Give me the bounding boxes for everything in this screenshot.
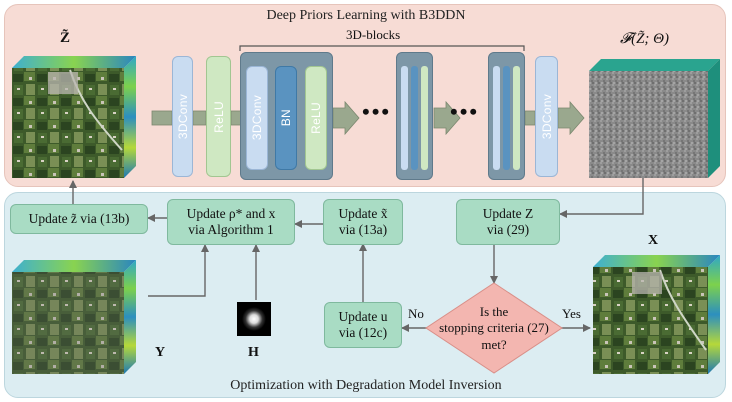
update-u-box: Update u via (12c) bbox=[324, 302, 402, 348]
update-x-tilde-box: Update x̃ via (13a) bbox=[323, 199, 403, 245]
output-cube bbox=[589, 59, 720, 178]
update-Z-box: Update Z via (29) bbox=[456, 199, 560, 245]
update-rho-line2: via Algorithm 1 bbox=[188, 222, 274, 237]
layer-3dconv-1-label: 3DConv bbox=[175, 93, 190, 140]
block-3-relu bbox=[513, 66, 520, 170]
update-z-tilde-box: Update z̃ via (13b) bbox=[10, 204, 148, 234]
decision-line1: Is the bbox=[479, 304, 509, 319]
block-layer-3dconv-label: 3DConv bbox=[250, 95, 264, 141]
block-layer-bn-label: BN bbox=[279, 109, 293, 127]
blur-kernel-h bbox=[237, 302, 271, 336]
block-3-bn bbox=[503, 66, 510, 170]
bottom-panel-title: Optimization with Degradation Model Inve… bbox=[230, 378, 502, 393]
block-2-bn bbox=[411, 66, 418, 170]
yes-label: Yes bbox=[562, 306, 581, 321]
input-label-z: Z̃ bbox=[60, 30, 71, 46]
update-Z-line1: Update Z bbox=[482, 205, 534, 221]
label-h: H bbox=[248, 345, 259, 360]
blocks-bracket bbox=[239, 45, 525, 51]
observed-cube-y bbox=[12, 260, 136, 374]
restored-cube-x bbox=[593, 255, 720, 374]
block-3-conv bbox=[493, 66, 500, 170]
block-layer-relu-label: ReLU bbox=[309, 102, 323, 134]
label-y: Y bbox=[155, 345, 166, 360]
flow-arrows bbox=[69, 178, 644, 332]
output-label: 𝓕(Z̃; Θ) bbox=[620, 31, 669, 47]
block-layer-relu: ReLU bbox=[305, 66, 327, 170]
layer-relu-1-label: ReLU bbox=[211, 100, 226, 133]
layer-3dconv-final: 3DConv bbox=[535, 56, 558, 177]
block-layer-3dconv: 3DConv bbox=[246, 66, 268, 170]
top-panel-title: Deep Priors Learning with B3DDN bbox=[266, 8, 466, 23]
update-x-tilde-line2: via (13a) bbox=[338, 222, 388, 237]
update-x-tilde-line1: Update x̃ bbox=[338, 205, 388, 221]
update-z-tilde-label: Update z̃ via (13b) bbox=[28, 210, 130, 226]
blocks-group-label: 3D-blocks bbox=[346, 27, 401, 42]
layer-relu-1: ReLU bbox=[206, 56, 231, 177]
label-x: X bbox=[648, 233, 659, 248]
update-rho-box: Update ρ* and x via Algorithm 1 bbox=[167, 199, 295, 245]
ellipsis-2: ••• bbox=[450, 99, 480, 124]
no-label: No bbox=[408, 306, 424, 321]
decision-line3: met? bbox=[481, 336, 507, 352]
network-arrows bbox=[151, 100, 585, 136]
block-layer-bn: BN bbox=[275, 66, 297, 170]
ellipsis-1: ••• bbox=[362, 99, 392, 124]
layer-3dconv-final-label: 3DConv bbox=[539, 93, 554, 140]
block-2-conv bbox=[401, 66, 408, 170]
update-u-line1: Update u bbox=[338, 308, 388, 324]
update-rho-line1: Update ρ* and x bbox=[186, 205, 276, 221]
input-cube-z bbox=[12, 56, 136, 178]
block-2-relu bbox=[421, 66, 428, 170]
update-u-line2: via (12c) bbox=[338, 325, 388, 340]
update-Z-line2: via (29) bbox=[486, 222, 530, 237]
layer-3dconv-1: 3DConv bbox=[172, 56, 193, 177]
decision-line2: stopping criteria (27) bbox=[439, 320, 549, 336]
decision-diamond bbox=[425, 282, 563, 374]
decision-text: Is the stopping criteria (27) met? bbox=[426, 304, 562, 353]
